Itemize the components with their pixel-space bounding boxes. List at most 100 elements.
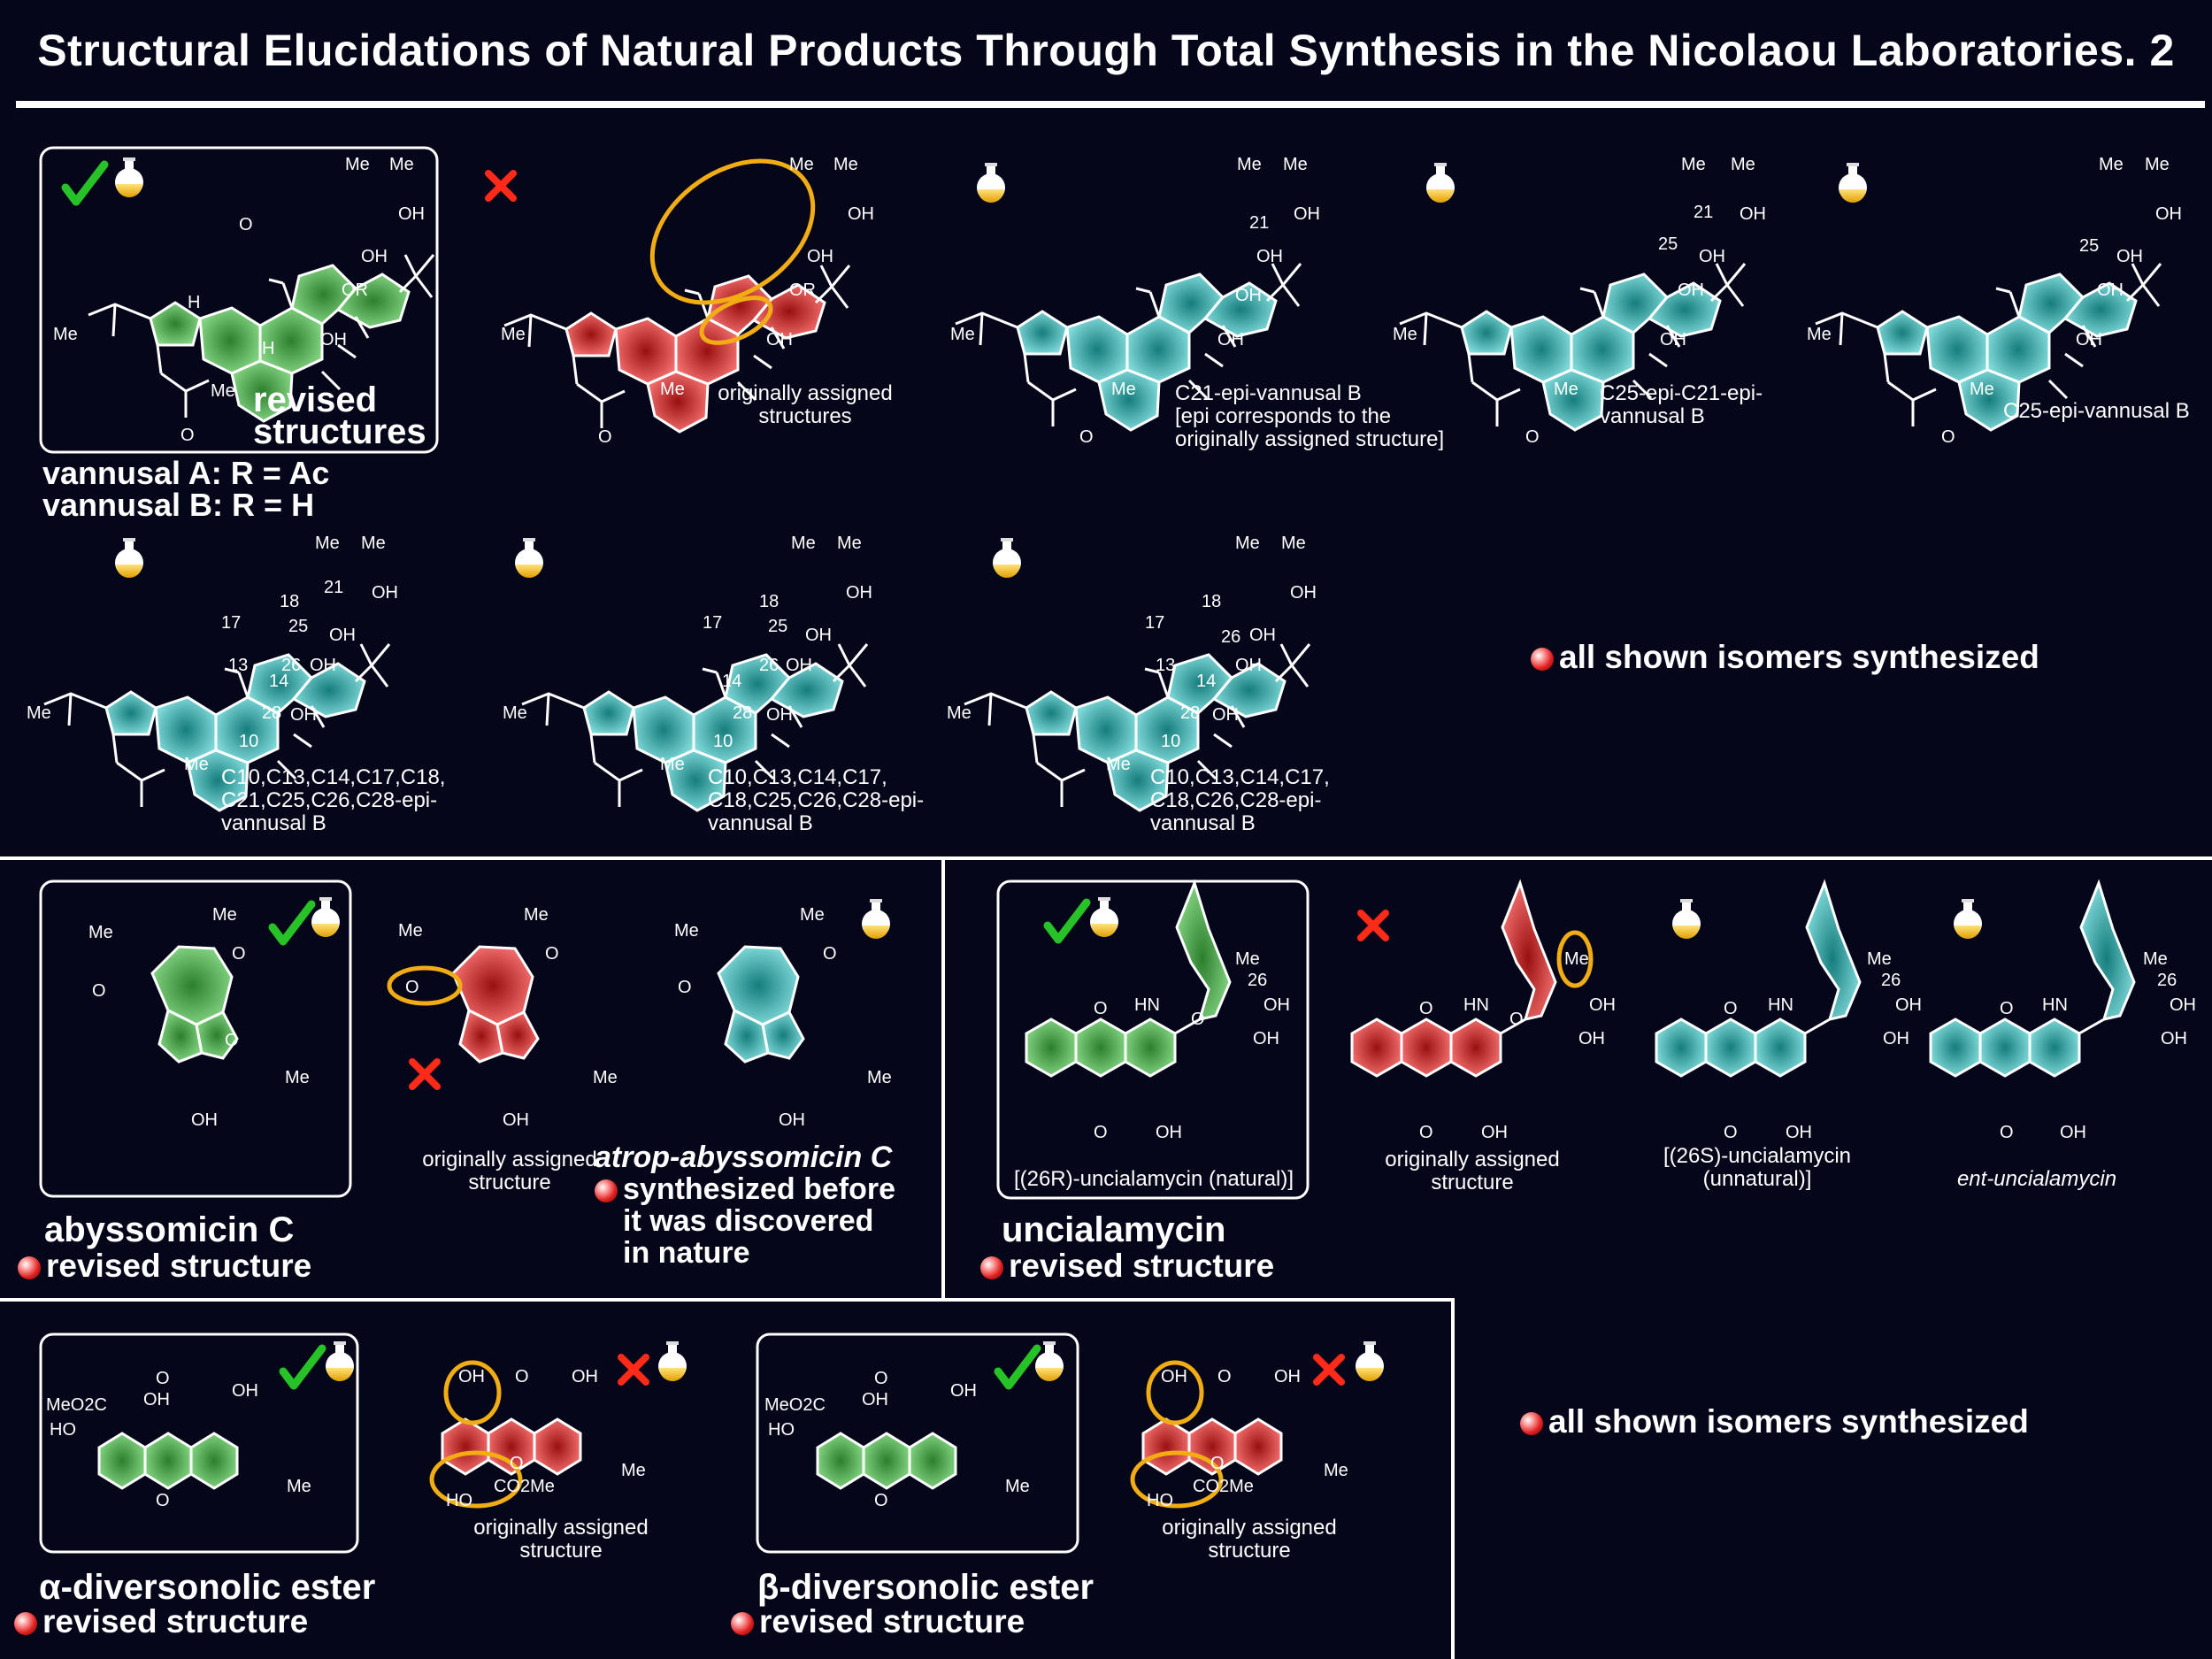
atom-label: Me [2145, 155, 2170, 174]
atom-label: Me [1393, 325, 1417, 344]
atom-label: HN [1463, 995, 1489, 1015]
atom-label: OH [862, 1390, 888, 1409]
revised-caption: revised structures [253, 380, 426, 451]
atom-label: O [156, 1369, 170, 1388]
atom-label: 28 [262, 703, 281, 723]
abyssomicin-name: abyssomicin C [44, 1210, 295, 1249]
beta-diversonolic-structure [816, 1432, 957, 1490]
highlight-ellipse-alpha-2 [429, 1450, 523, 1509]
atom-label: Me [674, 921, 699, 941]
vannusal-a-label: vannusal A: R = Ac [42, 455, 330, 491]
atom-label: Me [1235, 949, 1260, 969]
atom-label: Me [791, 534, 816, 553]
atom-label: OH [1883, 1029, 1909, 1048]
atom-label: Me [593, 1068, 618, 1087]
flask-icon-uncialamycin [1090, 897, 1118, 937]
atom-label: OH [1235, 656, 1262, 675]
atom-label: OH [329, 626, 356, 645]
atom-label: OH [458, 1367, 485, 1386]
atom-label: 21 [324, 578, 343, 597]
atom-label: Me [212, 905, 237, 925]
atom-label: Me [1807, 325, 1832, 344]
atom-label: O [2000, 999, 2014, 1018]
highlight-ellipse-uncial [1556, 930, 1594, 988]
atom-label: OH [1786, 1123, 1812, 1142]
atom-label: OH [807, 247, 833, 266]
atom-label: OH [2076, 330, 2102, 349]
bullet-icon [980, 1256, 1003, 1280]
atom-label: Me [345, 155, 370, 174]
flask-icon-unnatural [1672, 899, 1701, 939]
flask-icon-iso3 [1839, 163, 1867, 203]
cross-icon-uncialamycin [1361, 913, 1386, 938]
atom-label: MeO2C [764, 1395, 826, 1415]
atom-label: OH [1253, 1029, 1279, 1048]
atom-label: 10 [239, 732, 258, 751]
atom-label: O [874, 1369, 888, 1388]
flask-icon-abyssomicin [311, 897, 340, 937]
beta-original-caption: originally assigned structure [1162, 1516, 1337, 1563]
check-icon-beta [998, 1348, 1037, 1386]
atom-label: O [874, 1491, 888, 1510]
atom-label: OH [1161, 1367, 1187, 1386]
atom-label: O [598, 427, 612, 447]
atom-label: 21 [1249, 213, 1269, 233]
vannusal-iso1-caption: C21-epi-vannusal B [epi corresponds to t… [1175, 381, 1445, 451]
uncialamycin-name: uncialamycin [1002, 1210, 1226, 1249]
atom-label: Me [211, 381, 235, 401]
atom-label: Me [1970, 380, 1994, 399]
atom-label: OH [1256, 247, 1283, 266]
beta-name: β-diversonolic ester [757, 1568, 1094, 1607]
atom-label: Me [88, 923, 113, 942]
atom-label: O [405, 978, 419, 997]
atom-label: Me [1005, 1477, 1030, 1496]
atom-label: HN [1768, 995, 1793, 1015]
atom-label: OH [1895, 995, 1922, 1015]
abyssomicin-original-structure [451, 945, 540, 1064]
atom-label: O [510, 1454, 524, 1473]
atom-label: 14 [269, 672, 288, 691]
atom-label: O [1210, 1454, 1225, 1473]
atom-label: Me [1283, 155, 1308, 174]
atom-label: Me [1554, 380, 1578, 399]
atom-label: OH [2060, 1123, 2086, 1142]
vannusal-iso6-caption: C10,C13,C14,C17, C18,C26,C28-epi- vannus… [1150, 765, 1330, 835]
atom-label: Me [1681, 155, 1706, 174]
atom-label: 25 [1658, 234, 1678, 254]
atom-label: Me [1235, 534, 1260, 553]
atom-label: OH [232, 1381, 258, 1401]
atom-label: Me [867, 1068, 892, 1087]
atom-label: HN [2042, 995, 2068, 1015]
atom-label: Me [2099, 155, 2124, 174]
highlight-ellipse-alpha-1 [443, 1360, 502, 1425]
atom-label: OH [1660, 330, 1686, 349]
atrop-abyssomicin-structure [717, 945, 805, 1064]
atom-label: O [180, 426, 195, 445]
atom-label: O [1419, 999, 1433, 1018]
atom-label: 17 [1145, 613, 1164, 633]
uncialamycin-unnatural-caption: [(26S)-uncialamycin (unnatural)] [1663, 1144, 1852, 1191]
atom-label: Me [1111, 380, 1136, 399]
atom-label: OH [1294, 204, 1320, 224]
atom-label: 18 [1202, 592, 1221, 611]
atom-label: OH [846, 583, 872, 603]
atom-label: MeO2C [46, 1395, 107, 1415]
flask-icon-alpha [326, 1341, 354, 1381]
atom-label: Me [1237, 155, 1262, 174]
uncialamycin-revised-box [996, 879, 1310, 1200]
atom-label: 25 [768, 617, 787, 636]
uncialamycin-natural-structure [1025, 881, 1232, 1078]
atom-label: H [262, 339, 274, 358]
atom-label: Me [389, 155, 414, 174]
atom-label: 13 [1156, 656, 1175, 675]
atom-label: OH [1699, 247, 1725, 266]
atom-label: OH [310, 656, 336, 675]
atom-label: OH [1740, 204, 1766, 224]
atom-label: Me [361, 534, 386, 553]
atom-label: Me [947, 703, 972, 723]
atom-label: CO2Me [494, 1477, 555, 1496]
atom-label: H [188, 293, 200, 312]
atom-label: 26 [1248, 971, 1267, 990]
atom-label: OH [503, 1110, 529, 1130]
atom-label: 14 [722, 672, 741, 691]
